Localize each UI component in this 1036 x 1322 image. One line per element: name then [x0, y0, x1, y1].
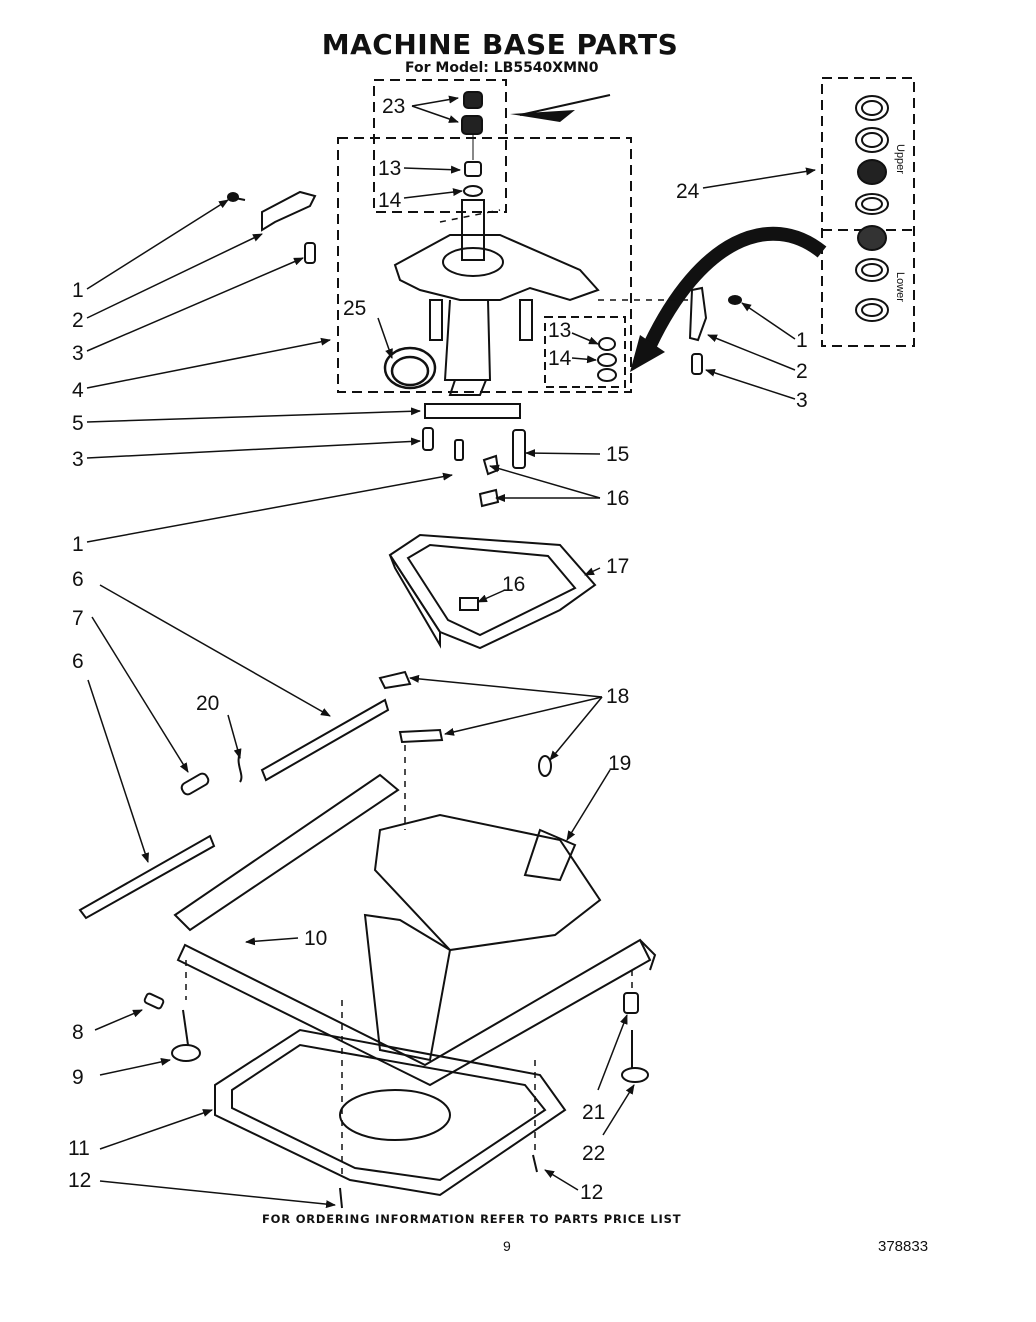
page-number: 9	[503, 1238, 511, 1254]
callout-3: 3	[72, 342, 84, 365]
dashed-box-transmission	[337, 137, 632, 393]
clip-parts	[378, 670, 552, 777]
callout-3: 3	[796, 389, 808, 412]
callout-7: 7	[72, 607, 84, 630]
callout-13: 13	[548, 319, 572, 342]
callout-13: 13	[378, 157, 402, 180]
right-bracket-parts	[688, 286, 742, 375]
callout-16: 16	[606, 487, 630, 510]
callout-11: 11	[68, 1137, 90, 1160]
lower-bearing-stack	[597, 337, 617, 382]
callout-12: 12	[68, 1169, 92, 1192]
dashed-separators	[185, 209, 690, 1180]
callout-3: 3	[72, 448, 84, 471]
callout-17: 17	[606, 555, 630, 578]
page-title: MACHINE BASE PARTS	[321, 28, 679, 61]
document-number: 378833	[878, 1238, 929, 1255]
callout-9: 9	[72, 1066, 84, 1089]
callout-2: 2	[72, 309, 84, 332]
seal-ring	[383, 346, 437, 390]
callout-15: 15	[606, 443, 630, 466]
callout-12: 12	[580, 1181, 604, 1204]
callout-25: 25	[343, 297, 367, 320]
callout-1: 1	[72, 279, 84, 302]
ordering-note: FOR ORDERING INFORMATION REFER TO PARTS …	[262, 1212, 682, 1226]
dashed-box-seal-kit	[821, 77, 915, 347]
model-subtitle: For Model: LB5540XMN0	[405, 60, 599, 76]
callout-16: 16	[502, 573, 526, 596]
callout-23: 23	[382, 95, 406, 118]
mounting-frame	[388, 533, 597, 650]
callout-5: 5	[72, 412, 84, 435]
left-bracket-parts	[227, 190, 317, 264]
dashed-box-lower-bearings	[544, 316, 626, 388]
callout-6: 6	[72, 650, 84, 673]
seal-kit-rings	[855, 95, 889, 322]
callout-1: 1	[796, 329, 808, 352]
callout-2: 2	[796, 360, 808, 383]
dashed-box-upper-bearings	[373, 79, 507, 213]
leveling-feet	[143, 992, 649, 1209]
callout-21: 21	[582, 1101, 606, 1124]
callout-1: 1	[72, 533, 84, 556]
seal-kit-upper-label: Upper	[894, 144, 906, 174]
callout-6: 6	[72, 568, 84, 591]
callout-20: 20	[196, 692, 220, 715]
mid-bracket-parts	[422, 403, 526, 508]
upper-bearing-stack	[461, 91, 483, 197]
callout-10: 10	[304, 927, 328, 950]
callout-22: 22	[582, 1142, 606, 1165]
callout-14: 14	[548, 347, 572, 370]
callout-leaders	[86, 95, 816, 1209]
transmission-assembly	[393, 199, 600, 396]
callout-18: 18	[606, 685, 630, 708]
callout-8: 8	[72, 1021, 84, 1044]
callout-19: 19	[608, 752, 632, 775]
curved-arrow	[510, 94, 827, 372]
callout-24: 24	[676, 180, 700, 203]
seal-kit-lower-label: Lower	[894, 272, 906, 302]
callout-4: 4	[72, 379, 84, 402]
bottom-pan	[214, 1028, 567, 1197]
base-frame	[173, 773, 657, 1087]
side-rail-parts	[78, 698, 390, 920]
callout-14: 14	[378, 189, 402, 212]
